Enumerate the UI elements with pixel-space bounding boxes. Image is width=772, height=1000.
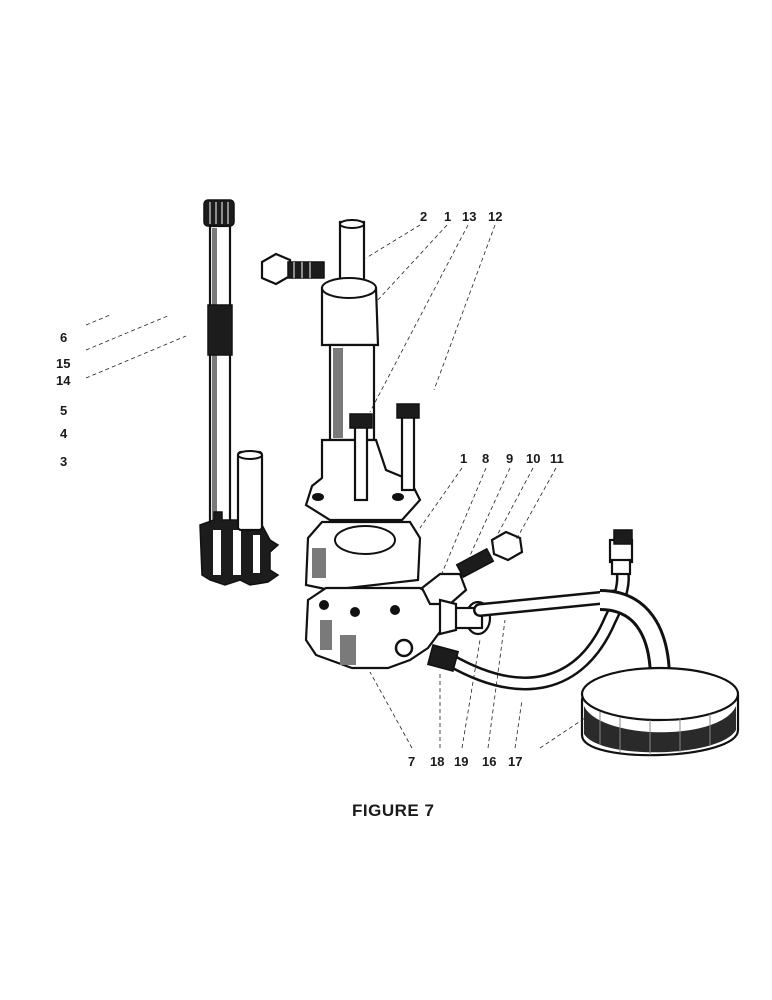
- label-1-top: 1: [444, 209, 451, 224]
- oil-pipes: [426, 529, 671, 691]
- pump-lower-body: [304, 586, 447, 670]
- label-6: 6: [60, 330, 67, 345]
- label-7: 7: [408, 754, 415, 769]
- label-18: 18: [430, 754, 444, 769]
- label-5: 5: [60, 403, 67, 418]
- label-1-mid: 1: [460, 451, 467, 466]
- label-17: 17: [508, 754, 522, 769]
- label-9: 9: [506, 451, 513, 466]
- leader-lines: [85, 224, 586, 749]
- label-2: 2: [420, 209, 427, 224]
- label-4: 4: [60, 426, 68, 441]
- label-12: 12: [488, 209, 502, 224]
- label-10: 10: [526, 451, 540, 466]
- label-19: 19: [454, 754, 468, 769]
- part-labels: 2 1 13 12 6 15 14 5 4 3 1 8 9 10 11 7 18…: [56, 209, 564, 769]
- label-14: 14: [56, 373, 71, 388]
- spacer-block: [304, 520, 422, 592]
- drive-shaft-assembly: [199, 199, 280, 586]
- label-11: 11: [550, 451, 564, 466]
- label-3: 3: [60, 454, 67, 469]
- oil-strainer: [580, 666, 740, 757]
- label-15: 15: [56, 356, 70, 371]
- figure-caption: FIGURE 7: [352, 801, 434, 820]
- label-8: 8: [482, 451, 489, 466]
- label-16: 16: [482, 754, 496, 769]
- pump-upper-housing: [260, 219, 422, 522]
- label-13: 13: [462, 209, 476, 224]
